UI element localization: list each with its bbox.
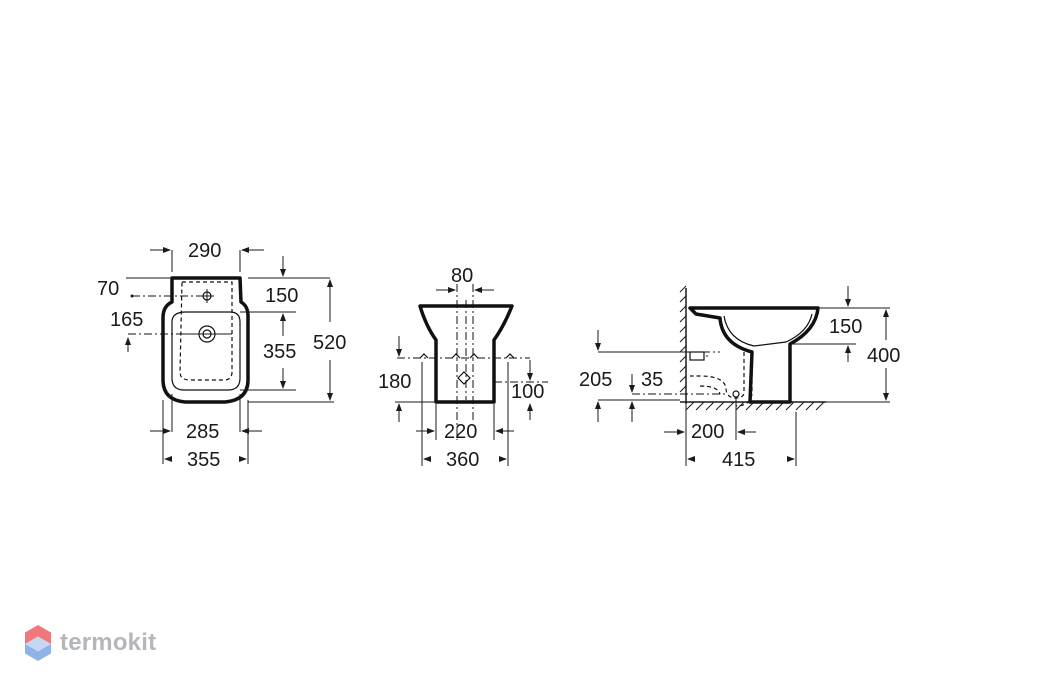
top-dim-tap-offset: 70 [97,278,119,300]
front-dim-drain-height: 100 [511,381,544,403]
side-view: 150 400 205 35 200 415 [579,285,900,471]
side-dim-drain-offset: 200 [691,421,724,443]
side-dim-rim-height: 150 [829,316,862,338]
front-dim-total-width: 360 [446,449,479,471]
top-dim-drain-offset: 165 [110,309,143,331]
top-dim-rim-depth: 150 [265,285,298,307]
top-dim-bowl-length: 355 [263,341,296,363]
top-dim-width: 290 [188,240,221,262]
front-dim-base-width: 220 [444,421,477,443]
top-view-bowl [171,311,241,391]
top-dim-total-length: 520 [313,332,346,354]
brand-logo: termokit [24,624,156,662]
top-view-hidden-rim [179,281,233,381]
front-dim-spacing: 80 [451,265,473,287]
side-dim-supply-height: 205 [579,369,612,391]
top-dim-total-width: 355 [187,449,220,471]
brand-name: termokit [60,629,157,656]
front-view: 80 180 100 220 360 [378,265,548,471]
side-view-outline [688,306,820,404]
top-dim-base-width: 285 [186,421,219,443]
top-view: 290 70 150 165 355 520 285 355 [97,240,346,471]
side-view-siphon [690,352,753,407]
hexagon-logo-icon [25,625,51,661]
front-dim-supply-height: 180 [378,371,411,393]
side-dim-total-depth: 415 [722,449,755,471]
side-dim-drain-height: 35 [641,369,663,391]
top-view-outline [161,276,250,404]
side-dim-total-height: 400 [867,345,900,367]
